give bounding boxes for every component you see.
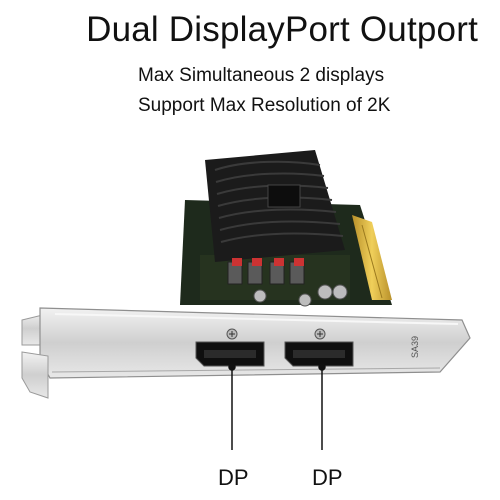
displayport-2 xyxy=(284,328,354,367)
headline: Dual DisplayPort Outport xyxy=(86,10,478,49)
heatsink xyxy=(205,150,345,262)
port-label-2: DP xyxy=(312,465,343,490)
feature-line-displays: Max Simultaneous 2 displays xyxy=(138,65,385,86)
displayport-1 xyxy=(195,328,265,367)
port-label-1: DP xyxy=(218,465,249,490)
bracket-marking: SA39 xyxy=(410,336,420,358)
capacitors xyxy=(227,258,348,307)
gold-edge-connector xyxy=(352,215,392,300)
pointer-lines xyxy=(228,363,326,450)
feature-line-resolution: Support Max Resolution of 2K xyxy=(138,95,391,116)
